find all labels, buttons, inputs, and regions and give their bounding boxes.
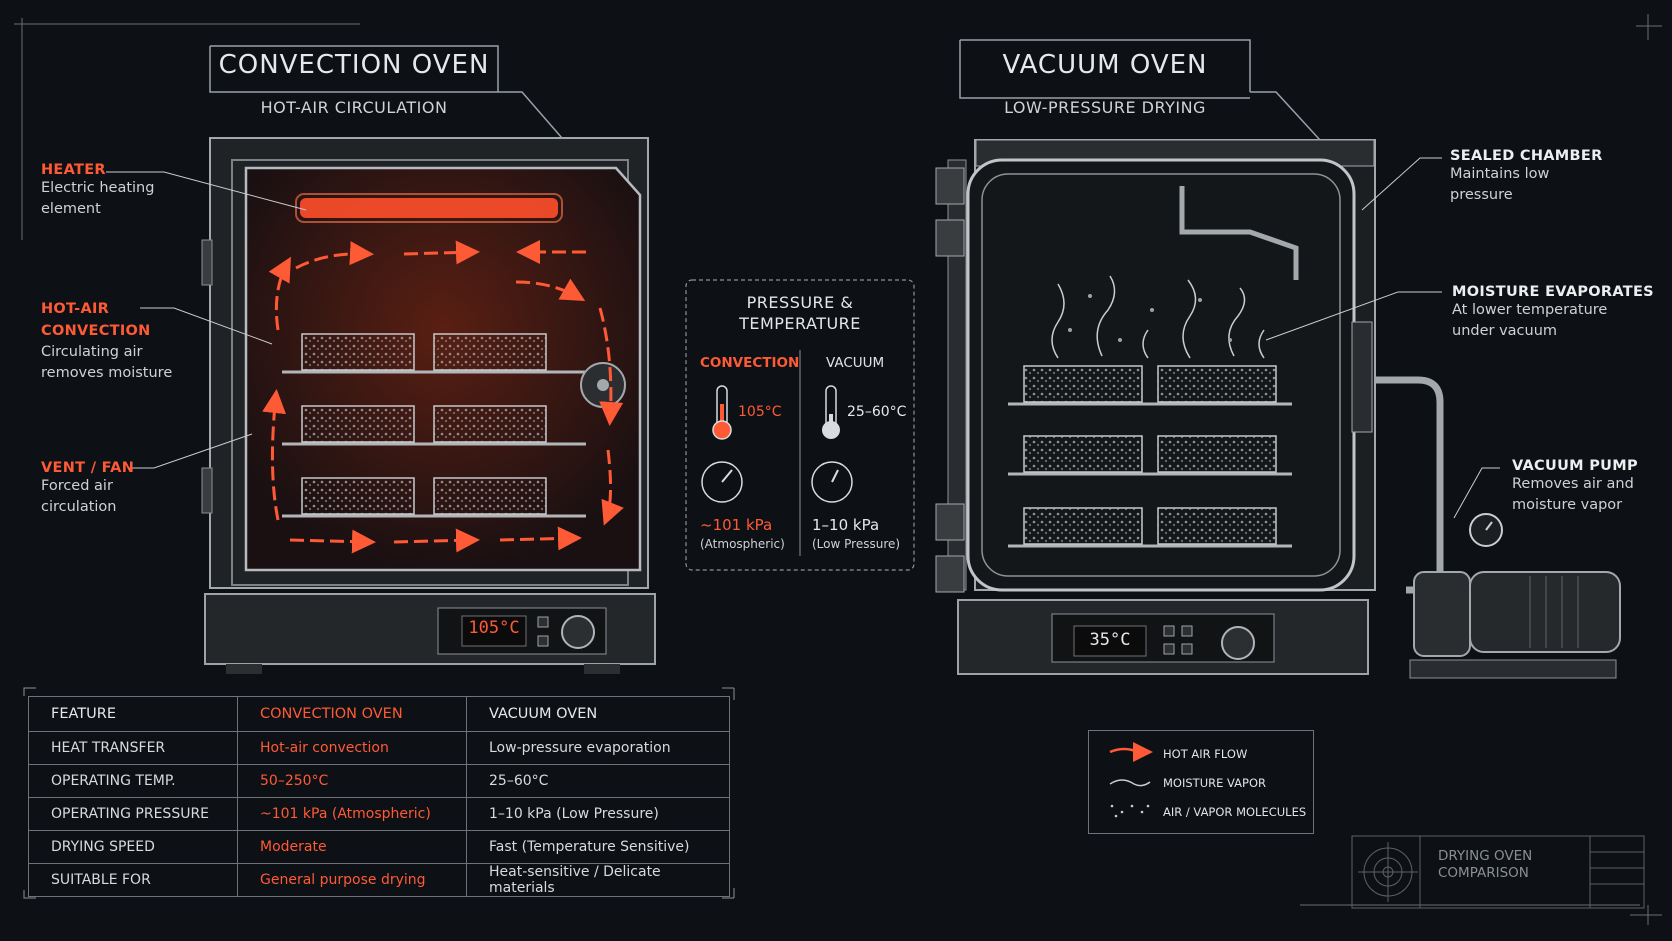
label-heater-head: HEATER	[41, 162, 106, 178]
wavy-line-icon	[1109, 779, 1151, 787]
table-cell-vacuum: 25–60°C	[466, 764, 730, 798]
panel-convection-pressure: ~101 kPa	[700, 516, 773, 534]
vacuum-oven	[935, 139, 1621, 679]
table-cell-vacuum: Fast (Temperature Sensitive)	[466, 830, 730, 864]
table-row: SUITABLE FOR General purpose drying Heat…	[28, 863, 730, 897]
panel-title-line2: TEMPERATURE	[739, 314, 861, 333]
table-cell-convection: ~101 kPa (Atmospheric)	[237, 797, 467, 831]
table-cell-convection: 50–250°C	[237, 764, 467, 798]
legend-hot-air-flow: HOT AIR FLOW	[1163, 747, 1248, 761]
table-row: OPERATING TEMP. 50–250°C 25–60°C	[28, 764, 730, 798]
comparison-table: FEATURE CONVECTION OVEN VACUUM OVEN HEAT…	[28, 696, 730, 897]
table-header-feature: FEATURE	[28, 696, 238, 732]
vacuum-subtitle: LOW-PRESSURE DRYING	[1004, 98, 1206, 117]
label-vacuum-pump: VACUUM PUMP Removes air and moisture vap…	[1512, 458, 1638, 516]
legend-molecules: AIR / VAPOR MOLECULES	[1163, 805, 1307, 819]
vacuum-display: 35°C	[1089, 630, 1131, 650]
label-moisture-line1: At lower temperature	[1452, 302, 1608, 318]
stamp-line1: DRYING OVEN	[1438, 848, 1533, 864]
label-vent-fan: VENT / FAN Forced air circulation	[41, 460, 134, 518]
label-sealed-chamber: SEALED CHAMBER Maintains low pressure	[1450, 148, 1603, 206]
convection-display: 105°C	[468, 618, 520, 638]
panel-convection-temp: 105°C	[738, 404, 782, 420]
stamp-text: DRYING OVEN COMPARISON	[1438, 848, 1532, 882]
label-hot-air-head2: CONVECTION	[41, 323, 151, 339]
pressure-gauge-convection-icon	[701, 461, 743, 503]
label-hot-air-line2: removes moisture	[41, 365, 173, 381]
label-vent-line2: circulation	[41, 499, 117, 515]
table-cell-convection: Moderate	[237, 830, 467, 864]
label-hot-air: HOT-AIR CONVECTION Circulating air remov…	[41, 298, 172, 384]
table-cell-feature: HEAT TRANSFER	[28, 731, 238, 765]
label-hot-air-head1: HOT-AIR	[41, 301, 110, 317]
vacuum-title: VACUUM OVEN	[1002, 50, 1208, 80]
pressure-gauge-vacuum-icon	[811, 461, 853, 503]
table-cell-vacuum: 1–10 kPa (Low Pressure)	[466, 797, 730, 831]
label-sealed-line2: pressure	[1450, 187, 1513, 203]
label-sealed-head: SEALED CHAMBER	[1450, 148, 1603, 164]
red-arrow-icon	[1109, 742, 1153, 762]
table-cell-feature: OPERATING TEMP.	[28, 764, 238, 798]
panel-vacuum-pressure: 1–10 kPa	[812, 516, 880, 534]
thermometer-convection-icon	[712, 385, 732, 440]
stamp-block	[1351, 835, 1645, 909]
label-pump-line1: Removes air and	[1512, 476, 1634, 492]
panel-convection-pressure-note: (Atmospheric)	[700, 537, 785, 551]
convection-title: CONVECTION OVEN	[218, 50, 490, 80]
table-row: HEAT TRANSFER Hot-air convection Low-pre…	[28, 731, 730, 765]
legend: HOT AIR FLOW MOISTURE VAPOR AIR / VAPOR …	[1088, 730, 1314, 834]
table-row: DRYING SPEED Moderate Fast (Temperature …	[28, 830, 730, 864]
table-cell-vacuum: Heat-sensitive / Delicate materials	[466, 863, 730, 897]
table-cell-feature: DRYING SPEED	[28, 830, 238, 864]
table-cell-feature: SUITABLE FOR	[28, 863, 238, 897]
panel-vacuum-temp: 25–60°C	[847, 404, 907, 420]
convection-subtitle: HOT-AIR CIRCULATION	[260, 98, 448, 117]
thermometer-vacuum-icon	[822, 385, 840, 439]
label-vent-head: VENT / FAN	[41, 460, 135, 476]
panel-convection-label: CONVECTION	[700, 355, 800, 371]
table-row: OPERATING PRESSURE ~101 kPa (Atmospheric…	[28, 797, 730, 831]
label-moisture: MOISTURE EVAPORATES At lower temperature…	[1452, 284, 1654, 342]
label-heater-line1: Electric heating	[41, 180, 155, 196]
label-hot-air-line1: Circulating air	[41, 344, 143, 360]
convection-oven	[201, 137, 656, 674]
table-header-row: FEATURE CONVECTION OVEN VACUUM OVEN	[28, 696, 730, 732]
panel-title: PRESSURE & TEMPERATURE	[688, 292, 912, 334]
table-cell-vacuum: Low-pressure evaporation	[466, 731, 730, 765]
stamp-line2: COMPARISON	[1438, 865, 1529, 881]
panel-vacuum-pressure-note: (Low Pressure)	[812, 537, 901, 551]
panel-vacuum-label: VACUUM	[826, 355, 885, 371]
label-moisture-head: MOISTURE EVAPORATES	[1452, 284, 1654, 300]
label-vent-line1: Forced air	[41, 478, 113, 494]
legend-moisture-vapor: MOISTURE VAPOR	[1163, 776, 1266, 790]
label-pump-line2: moisture vapor	[1512, 497, 1623, 513]
label-moisture-line2: under vacuum	[1452, 323, 1558, 339]
table-header-convection: CONVECTION OVEN	[237, 696, 467, 732]
table-cell-convection: Hot-air convection	[237, 731, 467, 765]
label-pump-head: VACUUM PUMP	[1512, 458, 1638, 474]
label-heater-line2: element	[41, 201, 101, 217]
label-sealed-line1: Maintains low	[1450, 166, 1550, 182]
panel-title-line1: PRESSURE &	[746, 293, 854, 312]
table-cell-convection: General purpose drying	[237, 863, 467, 897]
dots-icon	[1110, 804, 1150, 818]
frame-marks	[14, 14, 1662, 925]
label-heater: HEATER Electric heating element	[41, 162, 154, 220]
panel-border	[685, 279, 915, 571]
table-cell-feature: OPERATING PRESSURE	[28, 797, 238, 831]
table-header-vacuum: VACUUM OVEN	[466, 696, 730, 732]
